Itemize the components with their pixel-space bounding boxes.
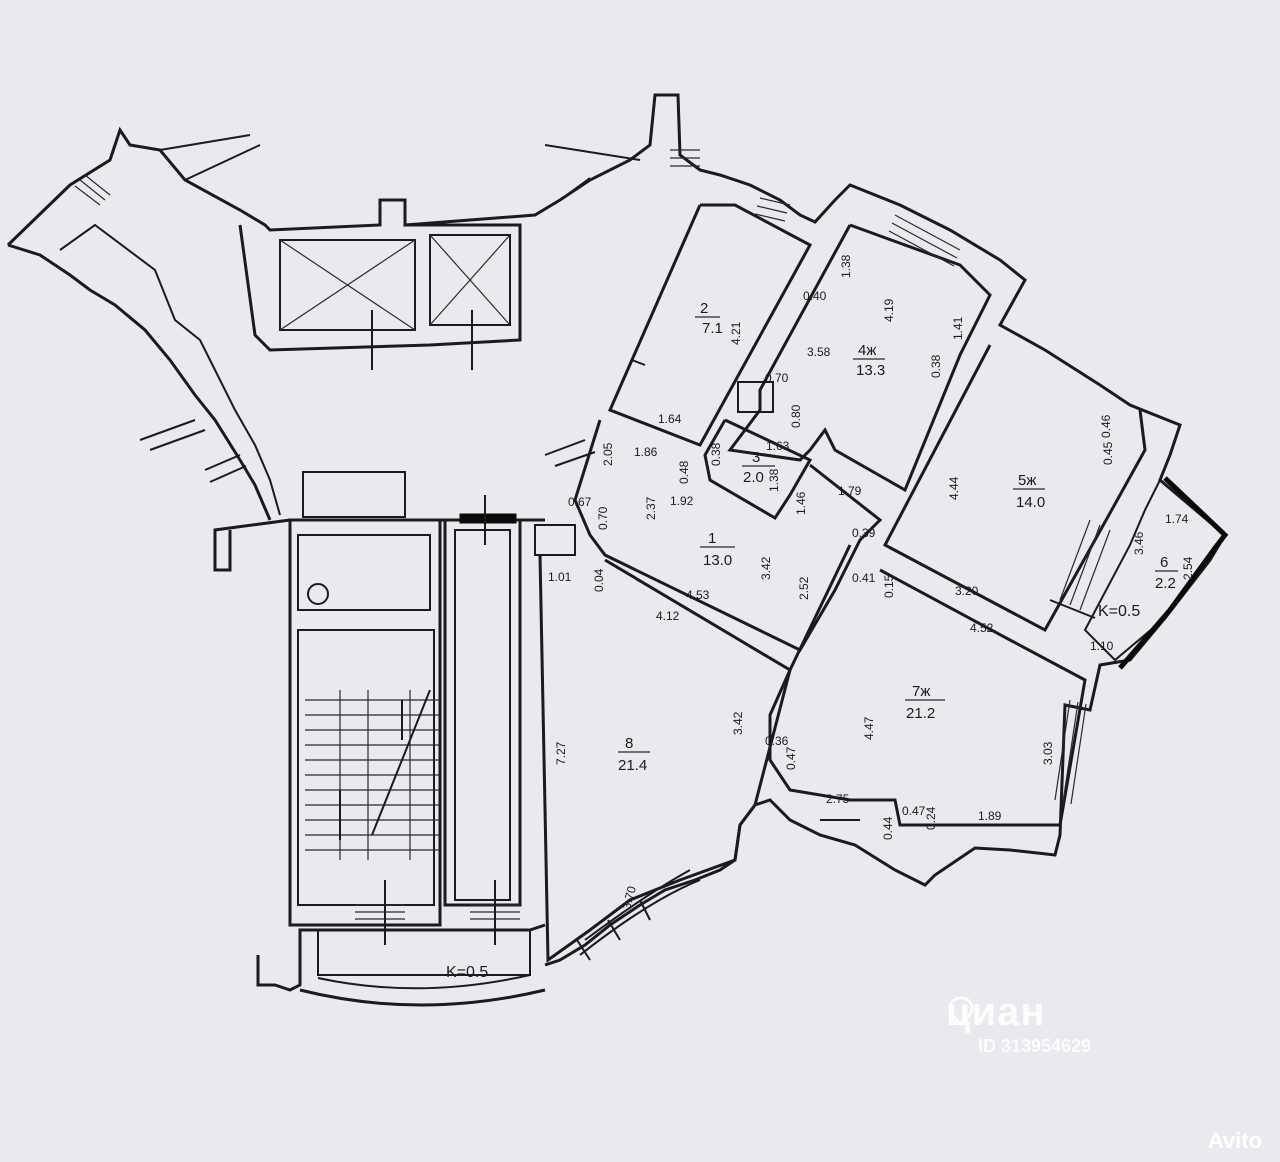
- svg-text:21.2: 21.2: [906, 705, 935, 722]
- room-4-label: 4ж 13.3: [853, 342, 885, 379]
- bottom-balcony: [256, 880, 546, 1007]
- dim-1.64: 1.64: [658, 412, 682, 426]
- svg-text:14.0: 14.0: [1016, 494, 1045, 511]
- apartment-walls: [538, 203, 1229, 963]
- dim-1.41: 1.41: [951, 316, 965, 340]
- cian-id-watermark: ID 313954629: [978, 1036, 1092, 1056]
- dim-3.42b: 3.42: [731, 711, 745, 735]
- dim-1.92: 1.92: [670, 494, 694, 508]
- dim-1.89: 1.89: [978, 809, 1002, 823]
- svg-text:4ж: 4ж: [858, 342, 876, 359]
- dim-0.39: 0.39: [852, 526, 876, 540]
- svg-text:8: 8: [625, 735, 633, 752]
- room-5-label: 5ж 14.0: [1013, 472, 1045, 511]
- dim-4.53: 4.53: [686, 588, 710, 602]
- svg-text:1: 1: [708, 530, 716, 547]
- dim-2.37: 2.37: [644, 496, 658, 520]
- svg-text:13.3: 13.3: [856, 362, 885, 379]
- dim-1.38b: 1.38: [767, 468, 781, 492]
- elevator-shafts: [238, 223, 522, 370]
- dim-2.05: 2.05: [601, 442, 615, 466]
- dim-0.24: 0.24: [924, 806, 938, 830]
- dim-2.75: 2.75: [826, 792, 850, 806]
- dim-1.63: 1.63: [766, 439, 790, 453]
- dim-4.19: 4.19: [882, 298, 896, 322]
- room-6-label: 6 2.2: [1155, 554, 1178, 592]
- dim-4.52: 4.52: [970, 621, 994, 635]
- dim-1.10: 1.10: [1090, 639, 1114, 653]
- dim-0.47b: 0.47: [902, 804, 926, 818]
- dim-0.80: 0.80: [789, 404, 803, 428]
- dim-3.70: 3.70: [619, 884, 639, 910]
- dim-3.20: 3.20: [955, 584, 979, 598]
- dim-3.58: 3.58: [807, 345, 831, 359]
- svg-text:13.0: 13.0: [703, 552, 732, 569]
- balcony-koef-right: K=0.5: [1098, 603, 1140, 620]
- dim-1.38: 1.38: [839, 254, 853, 278]
- dim-4.12: 4.12: [656, 609, 680, 623]
- cian-pin-icon: [948, 996, 974, 1026]
- dim-0.44: 0.44: [881, 816, 895, 840]
- dim-0.47a: 0.47: [784, 746, 798, 770]
- room-3-label: 3 2.0: [742, 449, 775, 486]
- dim-1.01: 1.01: [548, 570, 572, 584]
- svg-text:3: 3: [752, 449, 760, 466]
- dim-0.36: 0.36: [765, 734, 789, 748]
- svg-text:2: 2: [700, 300, 708, 317]
- dim-0.70a: 0.70: [765, 371, 789, 385]
- stair-steps: [305, 689, 440, 860]
- room-2-label: 2 7.1: [695, 300, 723, 337]
- dim-3.46: 3.46: [1132, 531, 1146, 555]
- dim-2.52: 2.52: [797, 576, 811, 600]
- dim-1.79: 1.79: [838, 484, 862, 498]
- dim-0.48: 0.48: [677, 460, 691, 484]
- room-labels: 2 7.1 4ж 13.3 3 2.0 5ж 14.0 6 2.2 1 13.0: [618, 300, 1178, 774]
- dim-0.67: 0.67: [568, 495, 592, 509]
- dim-0.15: 0.15: [882, 574, 896, 598]
- dim-0.46: 0.46: [1099, 414, 1113, 438]
- dim-3.42a: 3.42: [759, 556, 773, 580]
- balcony-koef-bottom: K=0.5: [446, 964, 488, 981]
- dim-2.54: 2.54: [1181, 556, 1195, 580]
- dim-1.86: 1.86: [634, 445, 658, 459]
- stairwell: [213, 471, 576, 927]
- dim-4.44: 4.44: [947, 476, 961, 500]
- room-8-label: 8 21.4: [618, 735, 650, 774]
- dim-0.41: 0.41: [852, 571, 876, 585]
- room-1-label: 1 13.0: [700, 530, 735, 569]
- dim-1.46: 1.46: [794, 491, 808, 515]
- dim-0.38b: 0.38: [709, 442, 723, 466]
- svg-text:7ж: 7ж: [912, 683, 930, 700]
- dim-4.47: 4.47: [862, 716, 876, 740]
- dim-4.21: 4.21: [729, 321, 743, 345]
- svg-text:6: 6: [1160, 554, 1168, 571]
- dim-1.74: 1.74: [1165, 512, 1189, 526]
- dim-0.38a: 0.38: [929, 354, 943, 378]
- svg-text:7.1: 7.1: [702, 320, 723, 337]
- dimension-labels: 4.21 1.64 0.40 1.38 4.19 1.41 3.58 0.38 …: [548, 254, 1195, 910]
- svg-text:21.4: 21.4: [618, 757, 647, 774]
- svg-text:5ж: 5ж: [1018, 472, 1036, 489]
- dim-0.45: 0.45: [1101, 441, 1115, 465]
- dim-3.03: 3.03: [1041, 741, 1055, 765]
- dim-0.40: 0.40: [803, 289, 827, 303]
- dim-7.27: 7.27: [554, 741, 568, 765]
- dim-0.70b: 0.70: [596, 506, 610, 530]
- room-7-label: 7ж 21.2: [905, 683, 945, 722]
- svg-text:2.0: 2.0: [743, 469, 764, 486]
- dim-0.04: 0.04: [592, 568, 606, 592]
- common-hall: [6, 93, 1227, 967]
- cian-watermark: циан: [946, 990, 1046, 1034]
- svg-text:2.2: 2.2: [1155, 575, 1176, 592]
- avito-watermark: Avito: [1207, 1128, 1262, 1153]
